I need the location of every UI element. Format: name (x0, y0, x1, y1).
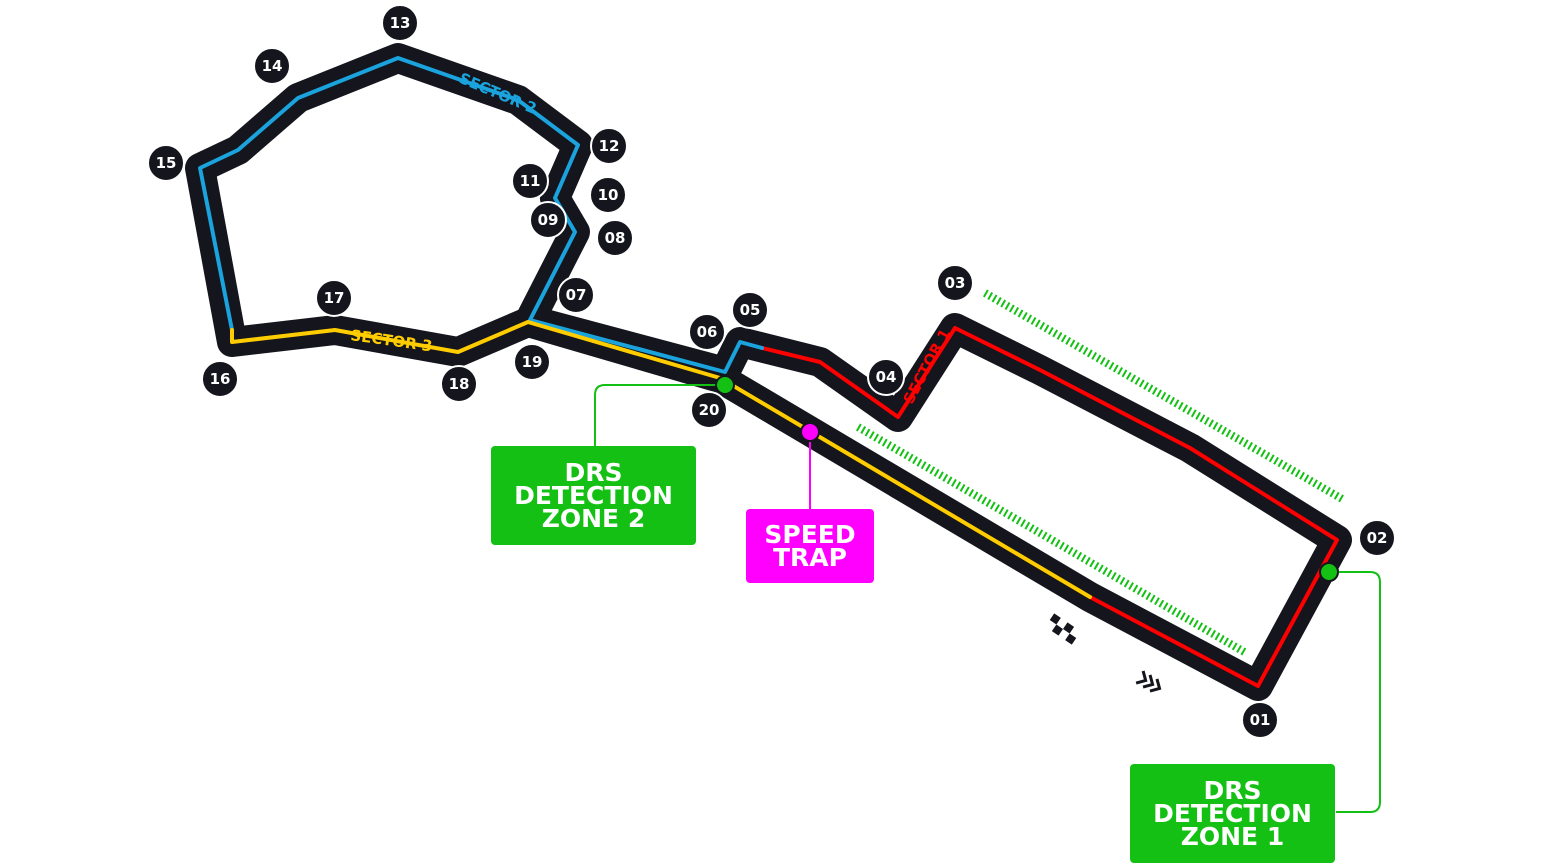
chevron-right-icon (1135, 670, 1162, 693)
turn-marker: 01 (1241, 701, 1279, 739)
drs-2-point (715, 375, 735, 395)
drs-1-line-2: DETECTION (1153, 799, 1312, 828)
speed-trap-point (800, 422, 820, 442)
turn-number-label: 18 (449, 375, 470, 393)
drs-1-line-1: DRS (1203, 776, 1262, 805)
turn-marker: 06 (688, 313, 726, 351)
turn-marker: 20 (690, 391, 728, 429)
turn-marker-circle (731, 291, 769, 329)
turn-marker: 15 (147, 144, 185, 182)
sector-1-line (760, 326, 1339, 688)
turn-marker-circle (589, 176, 627, 214)
turn-marker: 07 (557, 276, 595, 314)
turn-marker-circle (511, 162, 549, 200)
turn-marker: 13 (381, 4, 419, 42)
turn-marker-circle (513, 343, 551, 381)
turn-marker-circle (690, 391, 728, 429)
turn-markers: 01 02 03 04 05 06 07 08 09 10 11 12 13 14 15 16 17 18 19 20 (147, 4, 1396, 739)
turn-number-label: 12 (599, 137, 620, 155)
turn-number-label: 07 (566, 286, 587, 304)
turn-marker: 12 (590, 127, 628, 165)
turn-marker: 16 (201, 360, 239, 398)
turn-number-label: 17 (324, 289, 345, 307)
turn-marker-circle (590, 127, 628, 165)
turn-marker-circle (315, 279, 353, 317)
drs-detection-zone-2-box: DRS DETECTION ZONE 2 (491, 446, 696, 545)
turn-number-label: 02 (1367, 529, 1388, 547)
drs-1-connector (1329, 571, 1381, 813)
turn-number-label: 08 (605, 229, 626, 247)
turn-number-label: 15 (156, 154, 177, 172)
turn-marker: 19 (513, 343, 551, 381)
turn-number-label: 13 (390, 14, 411, 32)
turn-number-label: 16 (210, 370, 231, 388)
drs-2-connector (594, 384, 725, 448)
turn-marker-circle (936, 264, 974, 302)
drs-zone-marker-1 (983, 289, 1346, 504)
turn-marker-circle (1358, 519, 1396, 557)
turn-marker-circle (201, 360, 239, 398)
turn-marker: 17 (315, 279, 353, 317)
turn-marker-circle (1241, 701, 1279, 739)
drs-1-point (1319, 562, 1339, 582)
turn-marker-circle (688, 313, 726, 351)
turn-number-label: 06 (697, 323, 718, 341)
turn-number-label: 20 (699, 401, 720, 419)
turn-number-label: 10 (598, 186, 619, 204)
turn-marker-circle (557, 276, 595, 314)
drs-2-line-3: ZONE 2 (541, 504, 646, 533)
turn-number-label: 05 (740, 301, 761, 319)
turn-marker: 05 (731, 291, 769, 329)
turn-number-label: 04 (876, 368, 897, 386)
checkered-flag-icon (1045, 613, 1081, 645)
turn-number-label: 19 (522, 353, 543, 371)
turn-marker: 08 (596, 219, 634, 257)
turn-number-label: 11 (520, 172, 541, 190)
drs-detection-zone-1-box: DRS DETECTION ZONE 1 (1130, 764, 1335, 863)
speed-trap-box: SPEED TRAP (746, 509, 874, 583)
track-outline (185, 43, 1352, 701)
turn-marker-circle (253, 47, 291, 85)
turn-marker: 11 (511, 162, 549, 200)
speed-line-1: SPEED (764, 520, 856, 549)
speed-line-2: TRAP (773, 543, 847, 572)
sector-2-line (198, 56, 764, 374)
turn-number-label: 09 (538, 211, 559, 229)
turn-number-label: 14 (262, 57, 283, 75)
turn-marker: 03 (936, 264, 974, 302)
turn-number-label: 03 (945, 274, 966, 292)
drs-1-line-3: ZONE 1 (1180, 822, 1285, 851)
drs-2-line-2: DETECTION (514, 481, 673, 510)
turn-marker-circle (596, 219, 634, 257)
drs-2-line-1: DRS (564, 458, 623, 487)
turn-number-label: 01 (1250, 711, 1271, 729)
turn-marker-circle (529, 201, 567, 239)
turn-marker: 04 (867, 358, 905, 396)
turn-marker-circle (867, 358, 905, 396)
turn-marker-circle (381, 4, 419, 42)
turn-marker: 10 (589, 176, 627, 214)
turn-marker: 18 (440, 365, 478, 403)
turn-marker-circle (440, 365, 478, 403)
turn-marker: 02 (1358, 519, 1396, 557)
turn-marker: 09 (529, 201, 567, 239)
turn-marker: 14 (253, 47, 291, 85)
turn-marker-circle (147, 144, 185, 182)
